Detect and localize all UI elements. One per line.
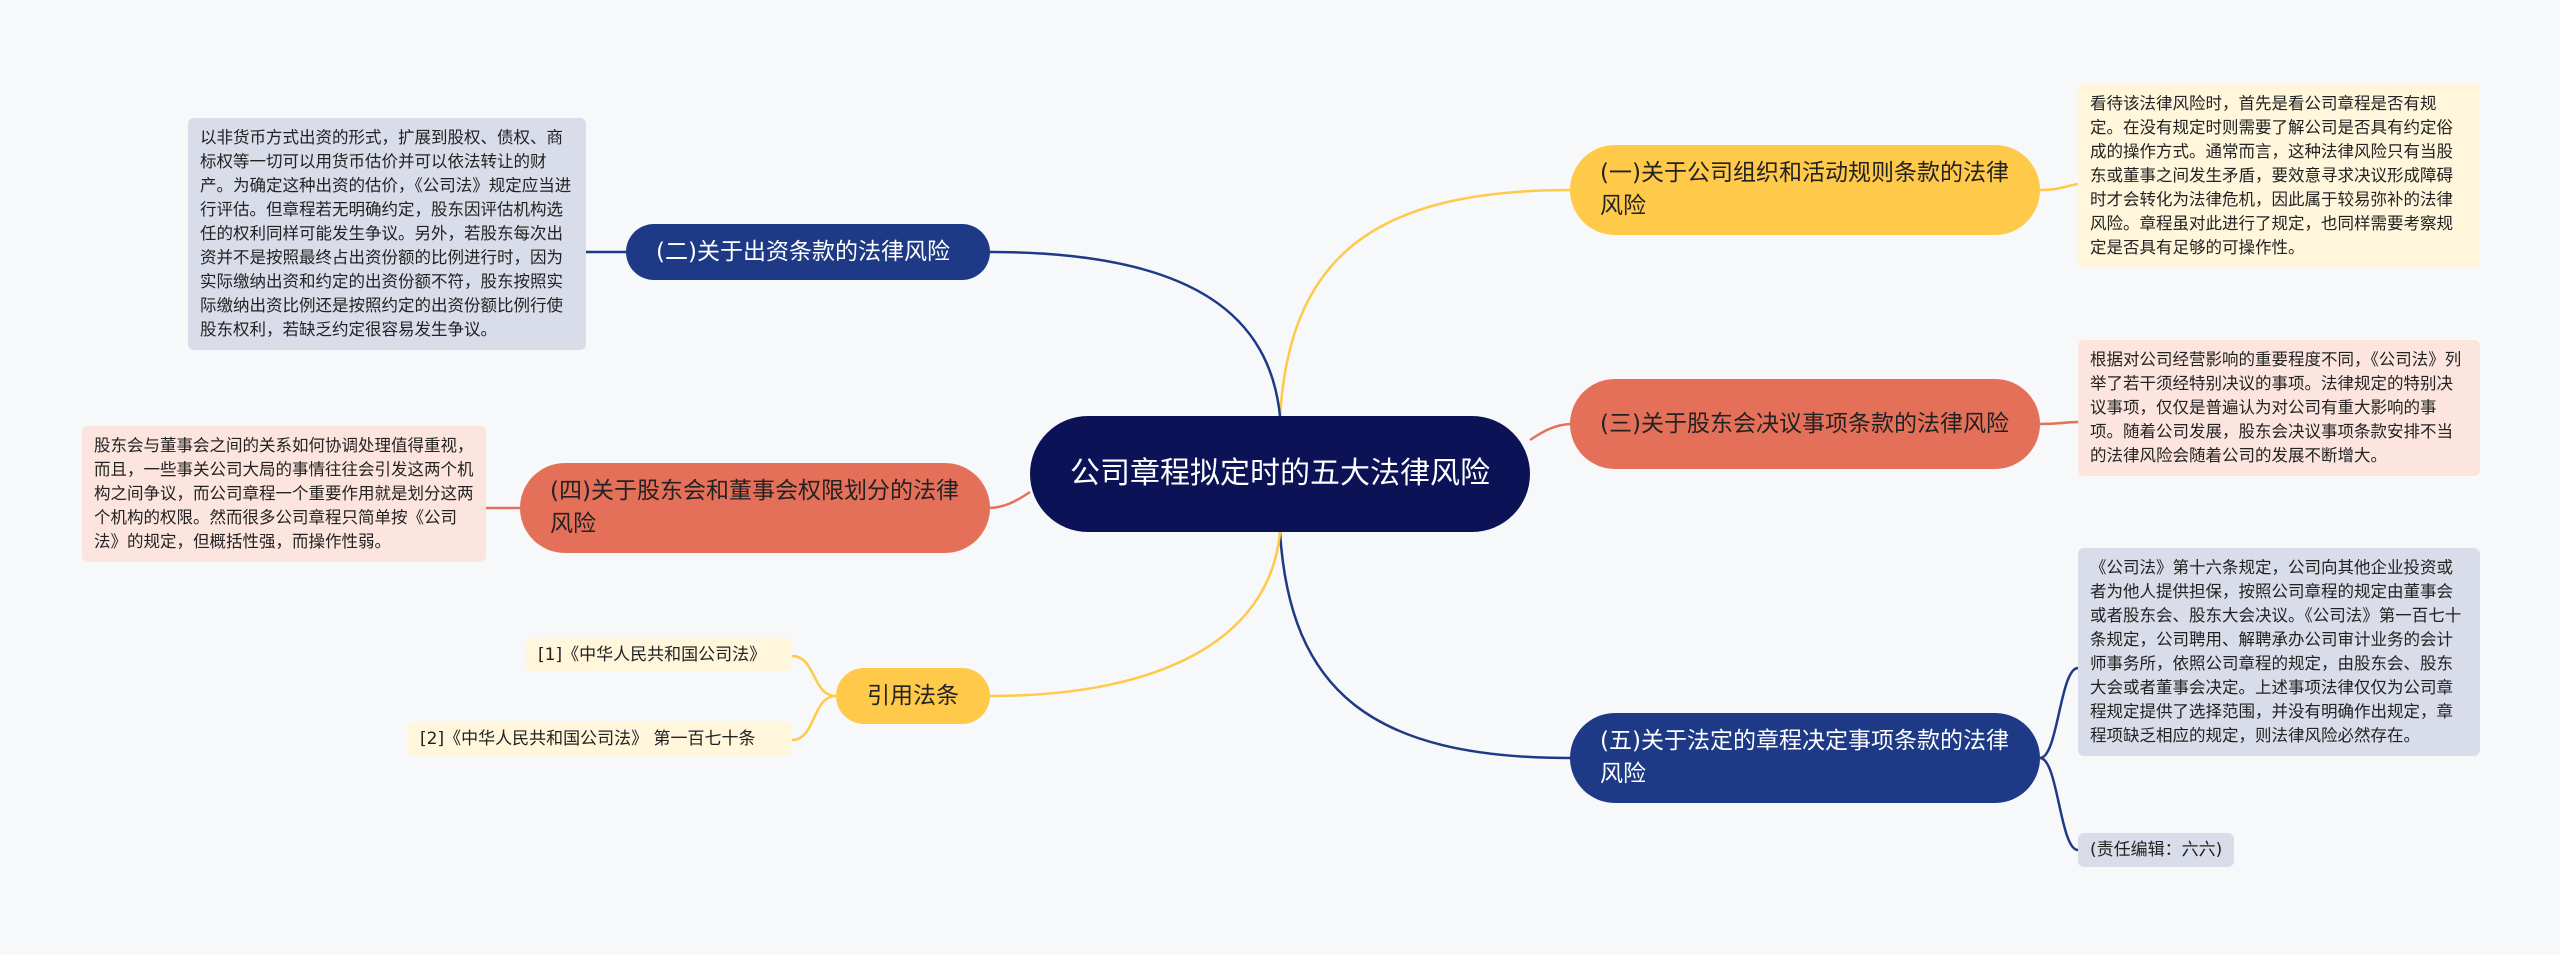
connector-center-b3 — [1529, 422, 1571, 442]
branch-2-node[interactable]: (二)关于出资条款的法律风险 — [626, 224, 990, 280]
refs-item-2-text: [2]《中华人民共和国公司法》 第一百七十条 — [420, 729, 756, 749]
branch-5-label: (五)关于法定的章程决定事项条款的法律风险 — [1600, 728, 2009, 787]
branch-3-note: 根据对公司经营影响的重要程度不同，《公司法》列举了若干须经特别决议的事项。法律规… — [2078, 340, 2480, 476]
refs-item-1: [1]《中华人民共和国公司法》 — [526, 638, 792, 672]
branch-3-label: (三)关于股东会决议事项条款的法律风险 — [1600, 410, 2009, 437]
branch-1-note-text: 看待该法律风险时，首先是看公司章程是否有规定。在没有规定时则需要了解公司是否具有… — [2090, 94, 2453, 257]
branch-5-editor-text: (责任编辑：六六) — [2090, 840, 2223, 860]
connector-b1-note — [2039, 182, 2079, 192]
branch-5-note-text: 《公司法》第十六条规定，公司向其他企业投资或者为他人提供担保，按照公司章程的规定… — [2090, 558, 2462, 745]
connector-center-b4 — [989, 490, 1031, 510]
branch-2-note: 以非货币方式出资的形式，扩展到股权、债权、商标权等一切可以用货币估价并可以依法转… — [188, 118, 586, 350]
refs-item-2: [2]《中华人民共和国公司法》 第一百七十条 — [408, 722, 792, 756]
branch-3-node[interactable]: (三)关于股东会决议事项条款的法律风险 — [1570, 379, 2040, 469]
central-topic[interactable]: 公司章程拟定时的五大法律风险 — [1030, 416, 1530, 532]
branch-5-editor: (责任编辑：六六) — [2078, 833, 2235, 867]
central-topic-label: 公司章程拟定时的五大法律风险 — [1070, 456, 1490, 491]
branch-4-node[interactable]: (四)关于股东会和董事会权限划分的法律风险 — [520, 463, 990, 553]
branch-4-label: (四)关于股东会和董事会权限划分的法律风险 — [550, 478, 959, 537]
refs-item-1-text: [1]《中华人民共和国公司法》 — [538, 645, 767, 665]
connector-refs-2 — [791, 694, 837, 742]
connector-center-b5 — [1278, 531, 1571, 760]
branch-4-note-text: 股东会与董事会之间的关系如何协调处理值得重视，而且，一些事关公司大局的事情往往会… — [94, 436, 474, 551]
connector-center-refs — [989, 531, 1282, 698]
connector-b5-editor — [2039, 756, 2079, 852]
branch-3-note-text: 根据对公司经营影响的重要程度不同，《公司法》列举了若干须经特别决议的事项。法律规… — [2090, 350, 2462, 465]
connector-center-b1 — [1278, 188, 1571, 417]
branch-1-node[interactable]: (一)关于公司组织和活动规则条款的法律风险 — [1570, 145, 2040, 235]
connector-refs-1 — [791, 654, 837, 698]
branch-4-note: 股东会与董事会之间的关系如何协调处理值得重视，而且，一些事关公司大局的事情往往会… — [82, 426, 486, 562]
branch-1-label: (一)关于公司组织和活动规则条款的法律风险 — [1600, 160, 2009, 219]
branch-refs-node[interactable]: 引用法条 — [836, 668, 990, 724]
branch-5-node[interactable]: (五)关于法定的章程决定事项条款的法律风险 — [1570, 713, 2040, 803]
branch-5-note: 《公司法》第十六条规定，公司向其他企业投资或者为他人提供担保，按照公司章程的规定… — [2078, 548, 2480, 756]
connector-b3-note — [2039, 420, 2079, 426]
branch-refs-label: 引用法条 — [867, 682, 959, 709]
branch-1-note: 看待该法律风险时，首先是看公司章程是否有规定。在没有规定时则需要了解公司是否具有… — [2078, 84, 2480, 268]
connector-center-b2 — [989, 250, 1282, 417]
branch-2-note-text: 以非货币方式出资的形式，扩展到股权、债权、商标权等一切可以用货币估价并可以依法转… — [200, 128, 572, 339]
connector-b5-note — [2039, 666, 2079, 760]
branch-2-label: (二)关于出资条款的法律风险 — [656, 238, 950, 265]
